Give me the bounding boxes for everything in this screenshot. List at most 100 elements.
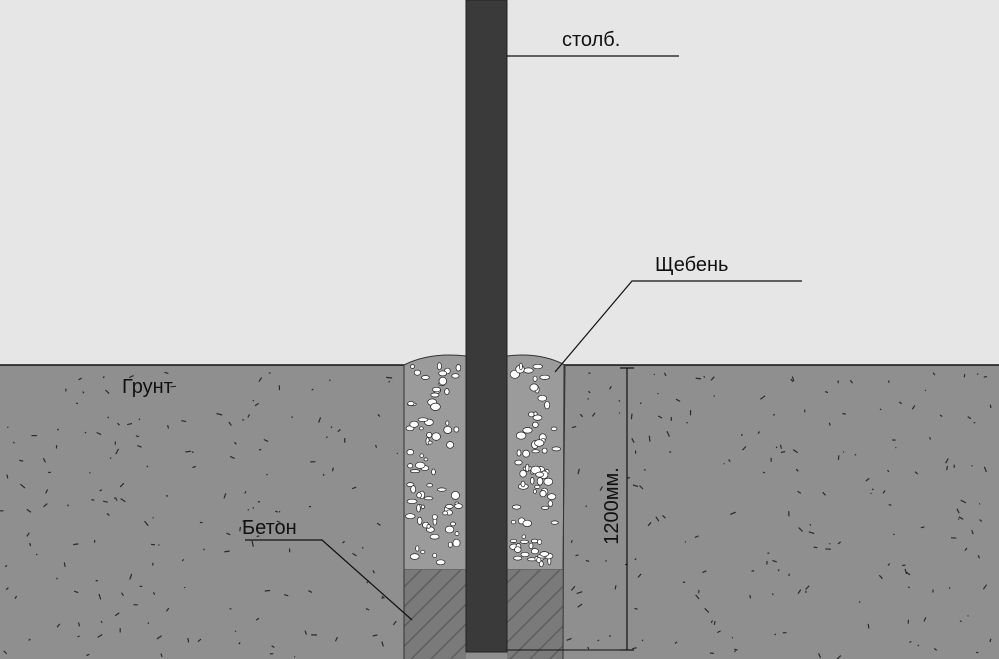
soil-speckle	[825, 548, 831, 550]
gravel-stone	[430, 402, 441, 411]
gravel-stone	[528, 542, 534, 549]
soil-speckle	[144, 520, 149, 527]
soil-speckle	[242, 520, 246, 524]
soil-speckle	[233, 441, 237, 445]
soil-speckle	[777, 569, 780, 572]
soil-speckle	[854, 453, 857, 456]
soil-speckle	[704, 607, 710, 613]
soil-speckle	[56, 577, 58, 580]
soil-speckle	[255, 617, 260, 621]
gravel-stone	[453, 426, 460, 433]
soil-speckle	[591, 412, 596, 417]
gravel-stone	[514, 459, 523, 466]
gravel-stones	[405, 362, 561, 568]
gravel-stone	[432, 552, 438, 559]
soil-speckle	[878, 574, 883, 579]
gravel-stone	[409, 420, 419, 428]
soil-speckle	[779, 444, 782, 449]
gravel-stone	[426, 483, 433, 488]
soil-speckle	[703, 375, 706, 378]
depth-label: 1200мм.	[601, 467, 623, 545]
soil-speckle	[114, 612, 120, 617]
soil-speckle	[67, 504, 69, 507]
gravel-stone	[539, 374, 550, 380]
soil-speckle	[686, 421, 689, 424]
soil-speckle	[96, 431, 102, 436]
soil-speckle	[909, 640, 912, 644]
soil-speckle	[695, 377, 702, 380]
soil-speckle	[328, 379, 331, 382]
soil-speckle	[923, 616, 927, 622]
soil-speckle	[388, 380, 391, 383]
soil-speckle	[119, 482, 125, 488]
gravel-stone	[426, 524, 431, 529]
soil-speckle	[575, 554, 579, 557]
soil-speckle	[950, 537, 957, 539]
concrete-label: Бетон	[242, 517, 297, 539]
soil-speckle	[107, 416, 110, 419]
soil-speckle	[322, 473, 325, 477]
soil-speckle	[639, 485, 644, 490]
soil-speckle	[14, 595, 18, 599]
soil-speckle	[964, 547, 968, 551]
soil-speckle	[342, 540, 346, 544]
soil-speckle	[929, 436, 932, 440]
soil-speckle	[264, 589, 271, 592]
soil-speckle	[352, 552, 357, 557]
soil-speckle	[19, 459, 24, 462]
soil-speckle	[579, 413, 584, 418]
soil-speckle	[989, 638, 992, 643]
gravel-stone	[550, 426, 558, 431]
soil-speckle	[56, 623, 61, 628]
soil-speckle	[713, 395, 716, 397]
soil-speckle	[837, 541, 842, 545]
soil-speckle	[684, 541, 687, 543]
soil-label: Грунт	[122, 376, 173, 398]
soil-speckle	[813, 546, 818, 549]
soil-speckle	[713, 620, 716, 626]
gravel-stone	[435, 559, 446, 566]
gravel-stone	[420, 549, 426, 555]
soil-speckle	[734, 648, 738, 651]
soil-speckle	[78, 377, 83, 381]
soil-speckle	[979, 519, 983, 522]
gravel-stone	[532, 414, 543, 421]
gravel-stone	[454, 531, 460, 536]
soil-speckle	[102, 500, 108, 503]
soil-speckle	[258, 377, 263, 383]
gravel-stone	[530, 548, 539, 555]
soil-speckle	[197, 638, 202, 643]
soil-speckle	[828, 422, 831, 426]
soil-speckle	[788, 573, 790, 577]
gravel-stone	[516, 449, 522, 457]
soil-speckle	[377, 413, 381, 417]
soil-speckle	[276, 520, 281, 524]
soil-speckle	[648, 435, 651, 442]
soil-speckle	[977, 555, 981, 559]
soil-speckle	[956, 508, 960, 514]
gravel-stone	[406, 498, 418, 504]
soil-speckle	[576, 591, 583, 595]
gravel-stone	[443, 425, 453, 434]
soil-speckle	[268, 371, 271, 374]
soil-speckle	[694, 535, 699, 539]
soil-speckle	[905, 571, 911, 576]
gravel-stone	[510, 538, 518, 543]
soil-speckle	[632, 647, 637, 650]
soil-speckle	[911, 405, 916, 410]
soil-speckle	[304, 630, 307, 635]
gravel-stone	[410, 364, 415, 369]
post-label: столб.	[562, 29, 621, 51]
gravel-stone	[417, 516, 423, 525]
soil-speckle	[630, 413, 633, 420]
soil-speckle	[609, 480, 612, 483]
soil-speckle	[5, 587, 9, 591]
gravel-stone	[536, 477, 544, 486]
gravel-stone	[409, 469, 421, 473]
soil-speckle	[797, 490, 802, 494]
soil-speckle	[842, 451, 845, 453]
gravel-stone	[541, 447, 548, 454]
gravel-leader-line	[554, 280, 802, 373]
soil-speckle	[129, 375, 134, 379]
